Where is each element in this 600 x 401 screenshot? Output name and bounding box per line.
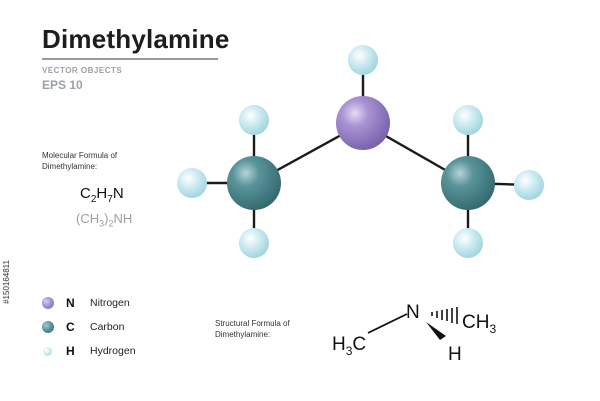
condensed-formula: (CH3)2NH	[76, 211, 132, 229]
cond-close: )	[104, 211, 109, 226]
bonds	[192, 60, 530, 243]
molecular-formula-label-line2: Dimethylamine:	[42, 162, 98, 171]
molecular-formula: C2H7N	[80, 185, 124, 205]
hydrogen-atom-icon	[43, 346, 52, 356]
legend-symbol-c: C	[66, 320, 75, 334]
cond-sub: 3	[99, 218, 105, 229]
structural-formula-label-line1: Structural Formula of	[215, 319, 290, 328]
struct-n: N	[406, 302, 420, 323]
hydrogen-atom-left-top	[239, 105, 269, 135]
hydrogen-atom-left-bottom	[239, 228, 269, 258]
legend-nitrogen: N Nitrogen	[42, 294, 130, 312]
carbon-atom-left	[227, 156, 281, 210]
cond-open: (CH	[76, 211, 100, 226]
structural-formula-label: Structural Formula of Dimethylamine:	[215, 318, 290, 340]
cond-tail: NH	[113, 211, 133, 226]
subtitle-eps: EPS 10	[42, 78, 83, 92]
struct-h3c-left: H3C	[332, 334, 366, 358]
hydrogen-atom-right-top	[453, 105, 483, 135]
page-title: Dimethylamine	[42, 24, 230, 54]
struct-ch3-right-sub: 3	[489, 322, 496, 336]
hydrogen-atom-right	[514, 170, 544, 200]
struct-ch3-right: CH3	[462, 312, 496, 336]
hydrogen-atom-right-bottom	[453, 228, 483, 258]
struct-h3c-sub: 3	[346, 344, 353, 358]
molecular-formula-label: Molecular Formula of Dimethylamine:	[42, 150, 117, 172]
legend-symbol-h: H	[66, 344, 75, 358]
struct-bond-n-h3c	[367, 313, 408, 334]
struct-hashed-bond	[431, 307, 458, 324]
struct-h: H	[448, 344, 462, 365]
legend-hydrogen: H Hydrogen	[42, 342, 136, 360]
legend-name-hydrogen: Hydrogen	[90, 345, 136, 357]
subtitle-vector-objects: VECTOR OBJECTS	[42, 66, 123, 75]
formula-h: H	[96, 185, 108, 202]
molecular-formula-label-line1: Molecular Formula of	[42, 151, 118, 160]
structural-formula: N CH3 H3C H	[332, 302, 496, 365]
legend-carbon: C Carbon	[42, 318, 124, 336]
legend-symbol-n: N	[66, 296, 75, 310]
title-divider	[42, 58, 218, 60]
formula-c: C	[80, 185, 91, 202]
legend-name-nitrogen: Nitrogen	[90, 297, 130, 309]
struct-h3c-h: H	[332, 334, 346, 355]
nitrogen-atom	[336, 96, 390, 150]
hydrogen-atom-left	[177, 168, 207, 198]
formula-n: N	[112, 185, 124, 202]
struct-ch3-right-ch: CH	[462, 312, 489, 333]
formula-c-count: 2	[90, 194, 97, 205]
struct-h3c-c: C	[352, 334, 366, 355]
carbon-atom-icon	[42, 321, 54, 333]
carbon-atom-right	[441, 156, 495, 210]
formula-h-count: 7	[107, 194, 113, 205]
hydrogen-atom-top	[348, 45, 378, 75]
legend-name-carbon: Carbon	[90, 321, 125, 333]
structural-formula-label-line2: Dimethylamine:	[215, 330, 271, 339]
nitrogen-atom-icon	[42, 297, 54, 309]
struct-wedge-bond	[426, 322, 446, 340]
cond-sub2: 2	[108, 218, 114, 229]
